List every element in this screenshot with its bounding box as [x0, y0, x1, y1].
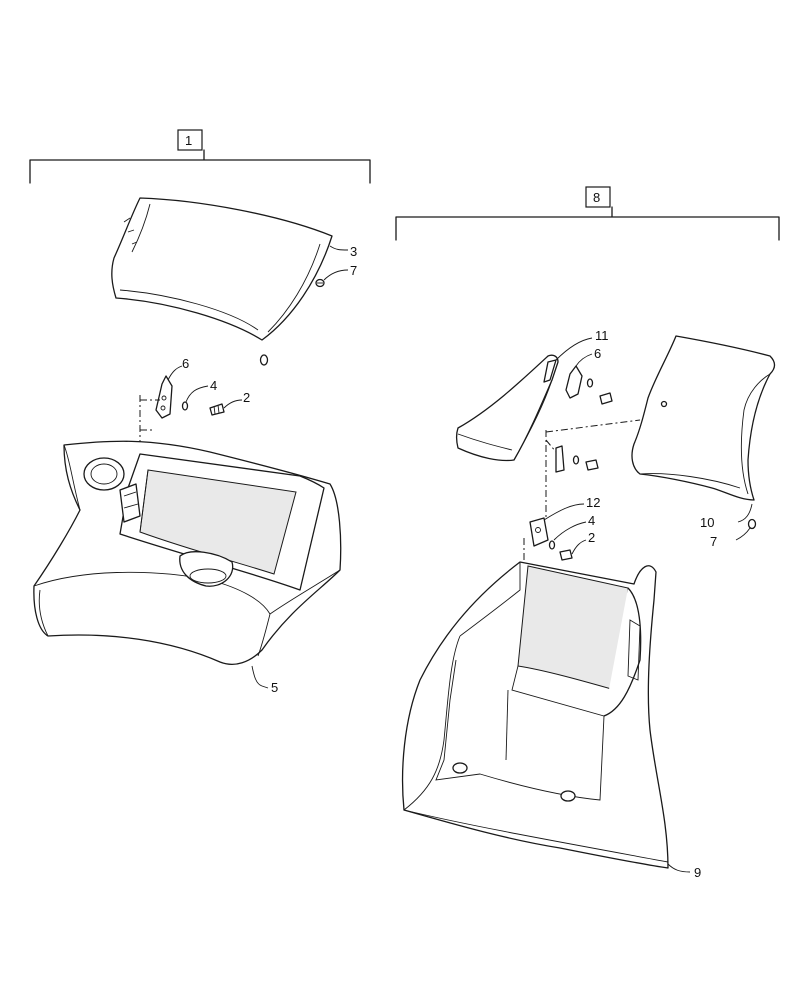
bracket-12: [529, 517, 573, 561]
callout-2-right: 2: [588, 530, 595, 545]
console-base-left: [33, 440, 342, 665]
lid-half-right: [631, 335, 776, 530]
callout-6-left: 6: [182, 356, 189, 371]
callout-3: 3: [350, 244, 357, 259]
callout-5: 5: [271, 680, 278, 695]
callout-7-left: 7: [350, 263, 357, 278]
hinge-right: [555, 365, 613, 473]
callouts: 3 7 6 4 2 5 11 6 12 4 2 10 7: [167, 244, 753, 880]
assembly-1-bracket: 1: [29, 129, 371, 184]
callout-4-right: 4: [588, 513, 595, 528]
callout-12: 12: [586, 495, 600, 510]
callout-2-left: 2: [243, 390, 250, 405]
hinge-left: [155, 375, 225, 419]
assembly-1-label: 1: [185, 133, 192, 148]
assembly-8-bracket: 8: [395, 186, 780, 241]
callout-6-right: 6: [594, 346, 601, 361]
callout-9: 9: [694, 865, 701, 880]
callout-4-left: 4: [210, 378, 217, 393]
console-base-right: [401, 561, 669, 869]
callout-11: 11: [595, 328, 609, 343]
assembly-8-label: 8: [593, 190, 600, 205]
lid-left: [111, 197, 333, 366]
callout-10: 10: [700, 515, 714, 530]
screw-7-left: [315, 278, 325, 288]
lid-half-left: [455, 354, 559, 462]
callout-7-right: 7: [710, 534, 717, 549]
